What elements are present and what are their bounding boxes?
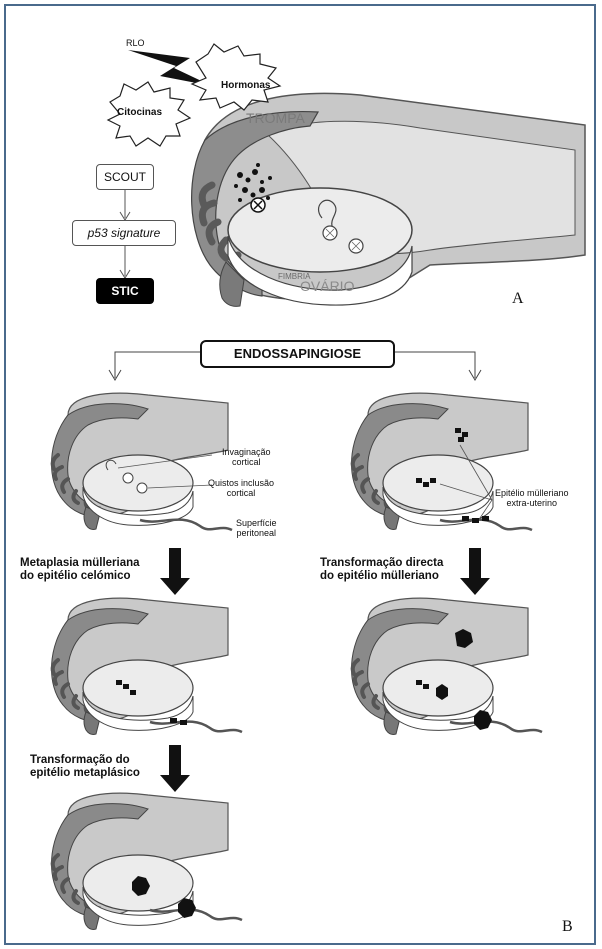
- metaplasia-label: Metaplasia mülleriana do epitélio celómi…: [20, 557, 140, 583]
- superficie-label: Superfície peritoneal: [236, 518, 277, 539]
- panel-a-letter: A: [512, 290, 524, 308]
- transformacao-metaplasico-label: Transformação do epitélio metaplásico: [30, 754, 140, 780]
- endossapingiose-title: ENDOSSAPINGIOSE: [234, 346, 361, 361]
- ovario-label: OVÁRIO: [300, 278, 354, 294]
- endossapingiose-title-box: ENDOSSAPINGIOSE: [200, 340, 395, 368]
- panel-b-letter: B: [562, 918, 573, 936]
- p53-signature-label: p53 signature: [88, 226, 161, 240]
- stic-label: STIC: [111, 284, 138, 298]
- rlo-label: RLO: [126, 38, 145, 48]
- quistos-label: Quistos inclusão cortical: [208, 478, 274, 499]
- p53-signature-box: p53 signature: [72, 220, 176, 246]
- citocinas-label: Citocinas: [117, 107, 162, 119]
- epitelio-extra-label: Epitélio mülleriano extra-uterino: [495, 488, 569, 509]
- scout-box: SCOUT: [96, 164, 154, 190]
- hormonas-label: Hormonas: [221, 80, 270, 92]
- trompa-label: TROMPA: [246, 110, 305, 126]
- transformacao-directa-label: Transformação directa do epitélio müller…: [320, 557, 443, 583]
- scout-label: SCOUT: [104, 170, 146, 184]
- stic-box: STIC: [96, 278, 154, 304]
- invaginacao-label: Invaginação cortical: [222, 447, 271, 468]
